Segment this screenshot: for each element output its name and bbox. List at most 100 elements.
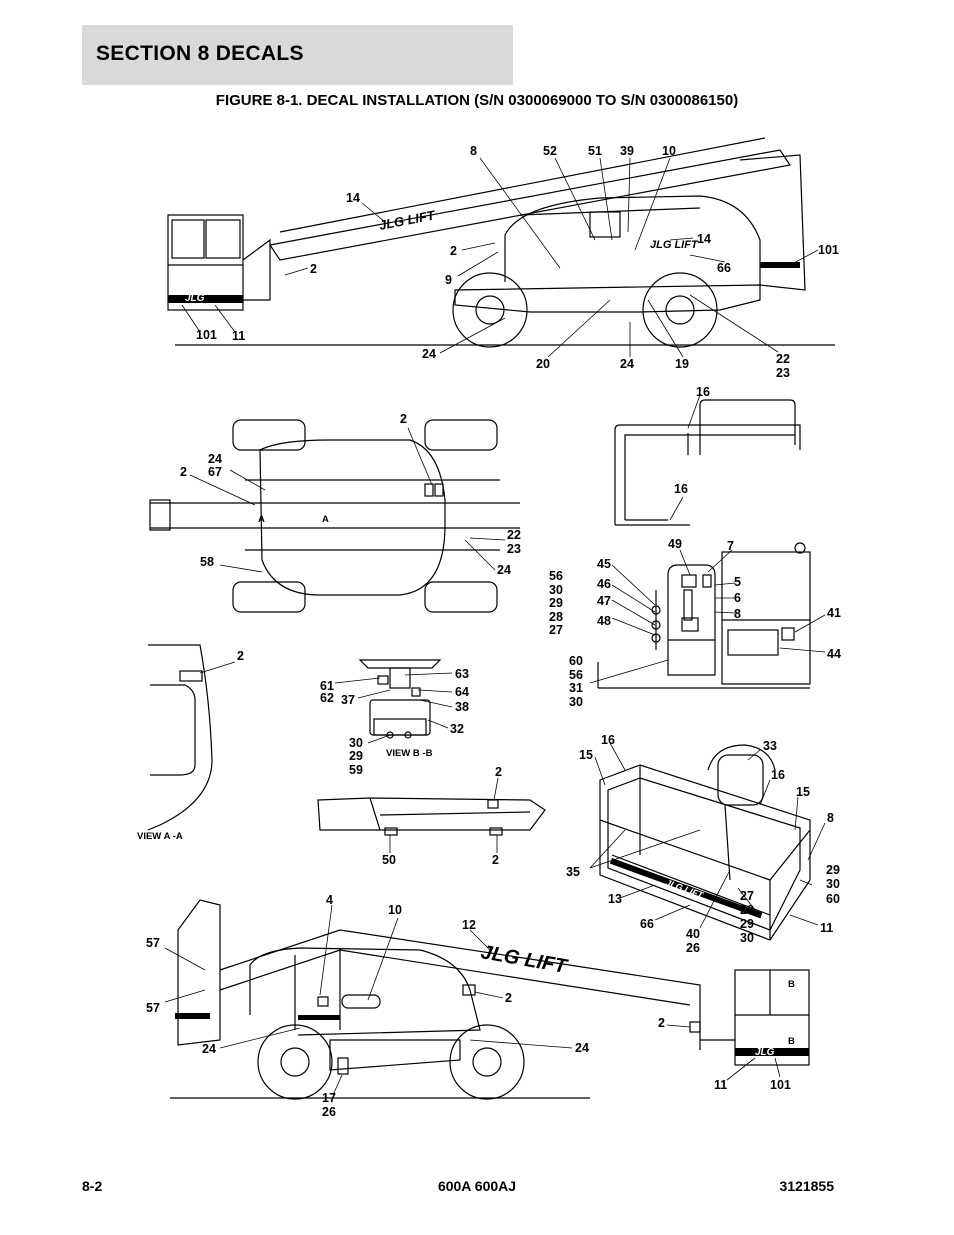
- callout: 2: [658, 1016, 665, 1030]
- page-number: 8-2: [82, 1178, 103, 1194]
- section-a-marker: A: [258, 514, 265, 525]
- callout: 38: [455, 700, 469, 714]
- callout: 11: [232, 329, 245, 343]
- callout: 12: [462, 918, 476, 932]
- section-title: SECTION 8 DECALS: [96, 42, 304, 65]
- callout: 23: [776, 366, 790, 380]
- callout: 30: [569, 695, 583, 709]
- view-b-label: VIEW B -B: [386, 748, 433, 759]
- brand-logo-turntable: JLG LIFT: [650, 239, 699, 251]
- callout: 101: [770, 1078, 791, 1092]
- view-a-label: VIEW A -A: [137, 831, 183, 842]
- callout: 40: [686, 927, 700, 941]
- callouts-view-b: 63 61 62 37 64 38 32 30 29 59 VIEW B -B: [320, 667, 469, 777]
- callout: 16: [696, 385, 710, 399]
- callout: 8: [827, 811, 834, 825]
- callout: 29: [549, 596, 563, 610]
- callout: 14: [346, 191, 360, 205]
- callout: 24: [620, 357, 634, 371]
- callouts-ground-control: 49 7 5 6 8 45 46 47 48 56 30 29 28 27 60…: [549, 537, 841, 709]
- callout: 29: [349, 749, 363, 763]
- callout: 66: [640, 917, 654, 931]
- callout: 2: [492, 853, 499, 867]
- decal-markers: [168, 262, 809, 1056]
- callout: 2: [505, 991, 512, 1005]
- callout: 16: [601, 733, 615, 747]
- callout: 11: [820, 921, 833, 935]
- callout: 47: [597, 594, 611, 608]
- callout: 41: [827, 606, 841, 620]
- document-number: 3121855: [779, 1178, 834, 1194]
- callout: 23: [507, 542, 521, 556]
- side-view-machine: [167, 137, 835, 348]
- section-header-bar: SECTION 8 DECALS: [82, 25, 513, 85]
- callout: 48: [597, 614, 611, 628]
- callout: 19: [675, 357, 689, 371]
- callout: 10: [388, 903, 402, 917]
- callout: 7: [727, 539, 734, 553]
- callout: 33: [763, 739, 777, 753]
- callout: 57: [146, 1001, 160, 1015]
- callout: 8: [734, 607, 741, 621]
- callout: 45: [597, 557, 611, 571]
- callout: 50: [382, 853, 396, 867]
- callout: 2: [180, 465, 187, 479]
- callout: 64: [455, 685, 469, 699]
- callouts-rear-view: 4 10 12 57 57 2 2 24 24 17 26 11 101 B B: [146, 893, 795, 1119]
- callouts-side-view: 8 52 51 39 10 14 2 9 2 14 66 101 101 11 …: [196, 144, 839, 380]
- callout: 24: [497, 563, 511, 577]
- callout: 58: [200, 555, 214, 569]
- callout: 66: [717, 261, 731, 275]
- callouts-guard-rail: 16 16: [674, 385, 710, 496]
- figure-title: FIGURE 8-1. DECAL INSTALLATION (S/N 0300…: [215, 92, 739, 109]
- callouts-top-view: 2 24 67 2 22 23 24 58 A A: [180, 412, 521, 577]
- callout: 31: [569, 681, 583, 695]
- section-a-marker: A: [322, 514, 329, 525]
- callout: 20: [536, 357, 550, 371]
- leader-lines: [164, 157, 826, 1096]
- callout: 17: [322, 1091, 336, 1105]
- callout: 35: [566, 865, 580, 879]
- callout: 28: [549, 610, 563, 624]
- callout: 5: [734, 575, 741, 589]
- callout: 30: [826, 877, 840, 891]
- brand-logo-rear-platform: JLG: [755, 1047, 775, 1058]
- callout: 4: [326, 893, 333, 907]
- brand-logo-platform: JLG: [185, 293, 205, 304]
- callout: 30: [549, 583, 563, 597]
- callout: 101: [196, 328, 217, 342]
- callout: 24: [575, 1041, 589, 1055]
- guard-rail-drawing: [614, 399, 801, 526]
- callout: 16: [771, 768, 785, 782]
- callout: 10: [662, 144, 676, 158]
- section-b-marker: B: [788, 979, 795, 990]
- callout: 6: [734, 591, 741, 605]
- callout: 24: [202, 1042, 216, 1056]
- callout: 26: [322, 1105, 336, 1119]
- callout: 2: [495, 765, 502, 779]
- callout: 16: [674, 482, 688, 496]
- callout: 59: [349, 763, 363, 777]
- callout: 2: [400, 412, 407, 426]
- callout: 60: [826, 892, 840, 906]
- callout: 63: [455, 667, 469, 681]
- callout: 39: [620, 144, 634, 158]
- section-b-marker: B: [788, 1036, 795, 1047]
- platform-drawing: [599, 744, 811, 941]
- callout: 61: [320, 679, 334, 693]
- rear-view-machine: [170, 899, 810, 1100]
- callout: 67: [208, 465, 222, 479]
- callouts-jib: 2 50 2: [382, 765, 502, 867]
- callout: 56: [569, 668, 583, 682]
- callout: 22: [507, 528, 521, 542]
- callout: 56: [549, 569, 563, 583]
- callout: 32: [450, 722, 464, 736]
- callout: 26: [686, 941, 700, 955]
- callout: 9: [445, 273, 452, 287]
- callout: 27: [740, 889, 754, 903]
- callout: 13: [608, 892, 622, 906]
- view-b-drawing: [358, 659, 442, 739]
- ground-control-drawing: [597, 542, 811, 689]
- callout: 2: [450, 244, 457, 258]
- callout: 30: [349, 736, 363, 750]
